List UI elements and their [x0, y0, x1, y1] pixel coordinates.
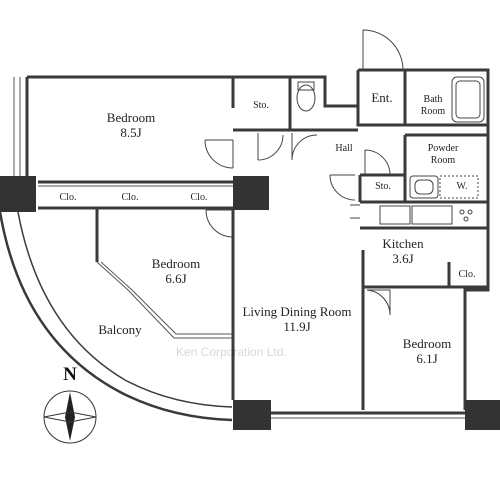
room-name-line2: Room	[430, 155, 456, 166]
watermark: Ken Corporation Ltd.	[176, 345, 287, 359]
room-size: 6.1J	[416, 351, 438, 366]
room-name: Hall	[335, 143, 353, 154]
hall-label: Hall	[326, 143, 362, 155]
columns	[0, 176, 500, 430]
closet-label-3: Clo.	[190, 192, 208, 203]
room-name: Kitchen	[382, 236, 424, 251]
living-dining-label: Living Dining Room 11.9J	[234, 304, 360, 334]
closet-label-4: Clo.	[458, 269, 476, 280]
room-name-line2: Room	[420, 106, 446, 117]
room-size: 11.9J	[283, 319, 311, 334]
bedroom-west-label: Bedroom 6.6J	[141, 256, 211, 286]
room-size: 8.5J	[120, 125, 142, 140]
north-label: N	[63, 364, 77, 385]
room-name: Sto.	[375, 181, 391, 192]
room-size: 6.6J	[165, 271, 187, 286]
room-name-line1: Powder	[427, 143, 459, 154]
storage-hall-label: Sto.	[366, 181, 400, 193]
room-name: Bedroom	[402, 336, 452, 351]
room-size: 3.6J	[392, 251, 414, 266]
walls	[25, 68, 490, 415]
room-name: Sto.	[253, 100, 269, 111]
fixtures	[296, 76, 485, 225]
balcony-label: Balcony	[90, 322, 150, 337]
room-name: Balcony	[98, 322, 142, 337]
room-name: Bedroom	[106, 110, 156, 125]
entrance-label: Ent.	[364, 90, 400, 105]
room-name: Ent.	[371, 90, 393, 105]
closet-label-2: Clo.	[121, 192, 139, 203]
balcony-outline	[0, 211, 233, 422]
bedroom-main-label: Bedroom 8.5J	[96, 110, 166, 140]
kitchen-label: Kitchen 3.6J	[368, 236, 438, 266]
wall-thin-lines	[13, 77, 465, 419]
room-name: Bedroom	[151, 256, 201, 271]
powder-room-label: Powder Room	[418, 143, 468, 167]
room-name-line1: Bath	[423, 94, 443, 105]
room-name: Living Dining Room	[242, 304, 352, 319]
doors	[204, 29, 404, 316]
closet-label-1: Clo.	[59, 192, 77, 203]
storage-top-label: Sto.	[244, 100, 278, 112]
bath-room-label: Bath Room	[413, 94, 453, 118]
compass-rose	[43, 390, 97, 444]
bedroom-south-label: Bedroom 6.1J	[392, 336, 462, 366]
washer-label: W.	[456, 181, 468, 192]
